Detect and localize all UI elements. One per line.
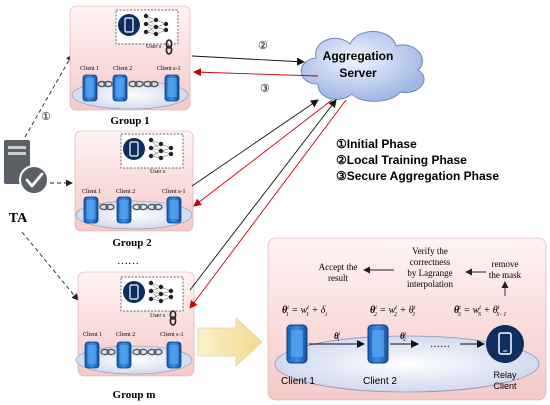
detail-client-1-phone bbox=[286, 324, 308, 364]
group-1-client-1-phone bbox=[82, 74, 98, 102]
group-m-client-2-phone bbox=[116, 341, 132, 369]
group-1-client-2-phone bbox=[112, 74, 128, 102]
group-2-client-2-phone bbox=[116, 196, 132, 224]
ta-to-group1-arrow bbox=[24, 54, 73, 138]
phase-2: ②Local Training Phase bbox=[336, 153, 467, 167]
server-to-group2-arrow bbox=[193, 99, 333, 207]
group-m-client-s1-phone bbox=[166, 341, 182, 369]
accept-line-2: result bbox=[328, 273, 348, 283]
group-1-client-s1-phone bbox=[164, 74, 180, 102]
group-2-client-1-label: Client 1 bbox=[82, 189, 101, 195]
svg-text:θt1 = wt1 + δt: θt1 = wt1 + δt bbox=[282, 305, 327, 318]
server-to-group1-arrow bbox=[193, 68, 319, 77]
detail-client-1-label: Client 1 bbox=[281, 376, 315, 387]
ta-label: TA bbox=[9, 211, 28, 226]
ta-to-groupm-arrow bbox=[21, 231, 79, 301]
detail-relay-client-icon bbox=[486, 325, 524, 363]
group-2-box: User s Client 1 Client 2 Client s-1 bbox=[74, 130, 194, 232]
group-2-label: Group 2 bbox=[112, 237, 152, 249]
group-m-user-label: User s bbox=[150, 313, 166, 319]
verify-line-3: by Lagrange bbox=[407, 268, 452, 278]
group-m-client-1-label: Client 1 bbox=[83, 332, 102, 338]
server-to-groupm-arrow bbox=[189, 99, 347, 309]
aggregation-server-cloud bbox=[300, 31, 425, 102]
group2-to-server-arrow bbox=[191, 99, 319, 187]
verify-line-4: interpolation bbox=[407, 279, 453, 289]
expand-arrow bbox=[197, 317, 263, 367]
arrow-label-2: ② bbox=[258, 40, 268, 52]
phase-3: ③Secure Aggregation Phase bbox=[336, 169, 499, 183]
group-1-client-s1-label: Client s-1 bbox=[157, 66, 181, 72]
arrow-label-1: ① bbox=[41, 111, 51, 123]
group-2-client-s1-label: Client s-1 bbox=[162, 189, 186, 195]
remove-line-1: remove bbox=[492, 259, 519, 269]
group-m-label: Group m bbox=[113, 389, 156, 401]
detail-relay-label-1: Relay bbox=[493, 370, 517, 380]
phase-legend: ①Initial Phase ②Local Training Phase ③Se… bbox=[336, 137, 499, 183]
group-2-client-1-phone bbox=[83, 196, 99, 224]
server-label-line1: Aggregation bbox=[323, 49, 394, 63]
group-m-box: User s Client 1 Client 2 Client s-1 bbox=[75, 271, 195, 377]
group-2-user-label: User s bbox=[150, 169, 166, 175]
svg-text:θtS = wtS + θtS−1: θtS = wtS + θtS−1 bbox=[454, 305, 506, 318]
group-1-label: Group 1 bbox=[110, 115, 149, 127]
detail-client-2-phone bbox=[367, 324, 389, 364]
verify-line-2: correctness bbox=[410, 257, 451, 267]
svg-text:θt1: θt1 bbox=[334, 331, 341, 343]
group-2-client-2-label: Client 2 bbox=[116, 189, 135, 195]
group-2-client-s1-phone bbox=[166, 196, 182, 224]
detail-dots: …… bbox=[430, 339, 450, 350]
group-1-box: User s Client 1 Client 2 Client s-1 bbox=[69, 5, 191, 111]
ta-server-icon bbox=[4, 140, 49, 195]
detail-client-2-label: Client 2 bbox=[363, 376, 397, 387]
groupm-to-server-arrow bbox=[189, 99, 337, 291]
arrow-label-3: ③ bbox=[260, 83, 270, 95]
accept-line-1: Accept the bbox=[319, 262, 358, 272]
svg-text:θt2 = wt2 + θt1: θt2 = wt2 + θt1 bbox=[370, 305, 416, 318]
group-1-client-1-label: Client 1 bbox=[80, 66, 99, 72]
remove-line-2: the mask bbox=[489, 270, 522, 280]
group1-to-server-arrow bbox=[191, 55, 305, 66]
group-1-client-2-label: Client 2 bbox=[113, 66, 132, 72]
detail-relay-label-2: Client bbox=[493, 381, 517, 391]
verify-line-1: Verify the bbox=[412, 246, 448, 256]
group-m-client-1-phone bbox=[84, 341, 100, 369]
group-m-client-s1-label: Client s-1 bbox=[160, 332, 184, 338]
server-label-line2: Server bbox=[339, 66, 377, 80]
group-m-client-2-label: Client 2 bbox=[116, 332, 135, 338]
detail-panel bbox=[267, 237, 547, 401]
svg-text:θt2: θt2 bbox=[400, 331, 407, 343]
groups-ellipsis: …… bbox=[117, 255, 139, 267]
group-1-user-label: User s bbox=[146, 44, 162, 50]
phase-1: ①Initial Phase bbox=[336, 137, 417, 151]
